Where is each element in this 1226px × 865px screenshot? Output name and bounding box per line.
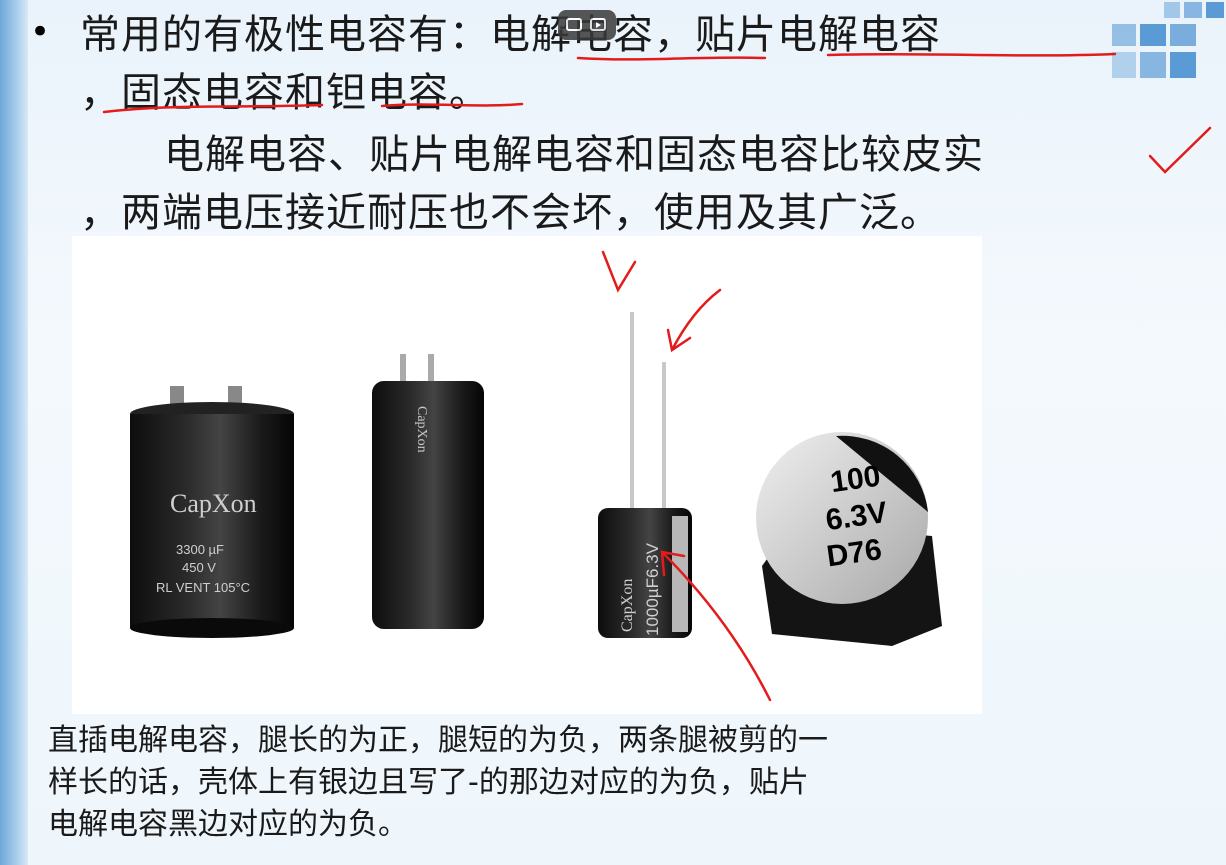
arrow-short-lead	[666, 288, 722, 353]
snap-in-capacitor: CapXon	[372, 354, 484, 629]
smd-label-1: 100	[828, 460, 882, 500]
caption-line-1: 直插电解电容，腿长的为正，腿短的为负，两条腿被剪的一	[48, 723, 828, 758]
smd-capacitor: 100 6.3V D76	[756, 432, 942, 646]
underline-smd-electrolytic	[826, 52, 1117, 57]
arrow-long-lead	[601, 250, 637, 293]
snapin-brand-label: CapXon	[414, 406, 429, 453]
caption: 直插电解电容，腿长的为正，腿短的为负，两条腿被剪的一 样长的话，壳体上有银边且写…	[48, 720, 1088, 846]
corner-decoration	[1106, 0, 1226, 90]
bullet: •	[30, 12, 51, 52]
caption-line-3: 电解电容黑边对应的为负。	[48, 807, 408, 842]
caption-line-2: 样长的话，壳体上有银边且写了-的那边对应的为负，贴片	[48, 765, 809, 800]
left-decor-bar	[0, 0, 28, 865]
can-brand-label: CapXon	[170, 489, 257, 518]
playback-controls-icon	[566, 18, 606, 31]
radial-brand-label: CapXon	[619, 579, 636, 632]
can-voltage-label: 450 V	[182, 560, 216, 575]
text-line-4: ，两端电压接近耐压也不会坏，使用及其广泛。	[80, 190, 941, 236]
radial-marking-label: 1000µF6.3V	[643, 542, 662, 636]
text-line-1: 常用的有极性电容有：电解电容，贴片电解电容	[80, 12, 941, 58]
underline-electrolytic	[576, 56, 767, 61]
smd-label-3: D76	[825, 533, 884, 573]
media-control-overlay[interactable]	[558, 10, 616, 40]
screw-can-capacitor: CapXon 3300 µF 450 V RL VENT 105°C	[130, 386, 294, 638]
underline-tantalum	[380, 102, 524, 108]
can-rating-label: RL VENT 105°C	[156, 580, 250, 595]
text-line-3: 电解电容、贴片电解电容和固态电容比较皮实	[164, 132, 984, 178]
arrow-silver-stripe	[660, 550, 772, 702]
can-capacitance-label: 3300 µF	[176, 542, 224, 557]
checkmark	[1148, 126, 1212, 174]
radial-capacitor: CapXon 1000µF6.3V	[598, 312, 692, 638]
underline-solid	[102, 103, 324, 114]
capacitor-photo: CapXon 3300 µF 450 V RL VENT 105°C CapXo…	[72, 236, 982, 714]
